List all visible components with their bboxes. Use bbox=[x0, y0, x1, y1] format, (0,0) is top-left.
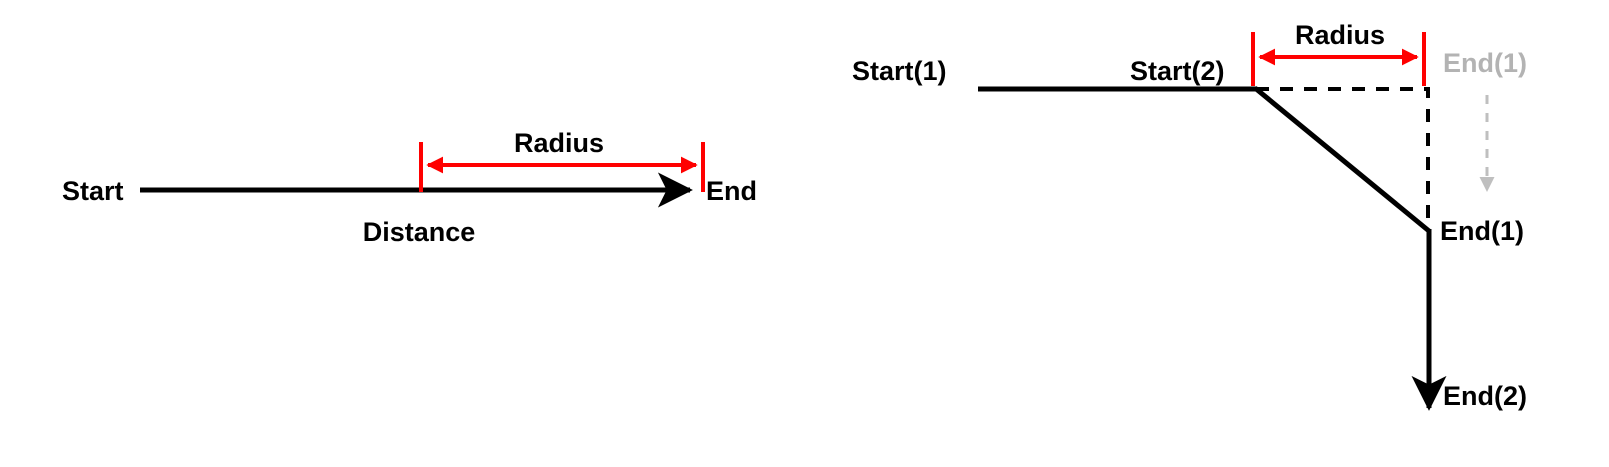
distance-label: Distance bbox=[363, 217, 476, 247]
end-2-label: End(2) bbox=[1443, 381, 1527, 411]
end-1-ghost-label: End(1) bbox=[1443, 48, 1527, 78]
original-corner-outline bbox=[1256, 87, 1430, 231]
start-2-label: Start(2) bbox=[1130, 56, 1225, 86]
end-label: End bbox=[706, 176, 757, 206]
single-segment-panel: Radius Start End Distance bbox=[62, 128, 757, 247]
segment-2-diagonal-line bbox=[1253, 86, 1431, 233]
radius-label: Radius bbox=[1295, 20, 1385, 50]
two-segment-panel: Radius Start(1) Start(2) End(1) End(1) E… bbox=[852, 20, 1527, 411]
start-label: Start bbox=[62, 176, 124, 206]
radius-label: Radius bbox=[514, 128, 604, 158]
start-1-label: Start(1) bbox=[852, 56, 947, 86]
end-1-label: End(1) bbox=[1440, 216, 1524, 246]
